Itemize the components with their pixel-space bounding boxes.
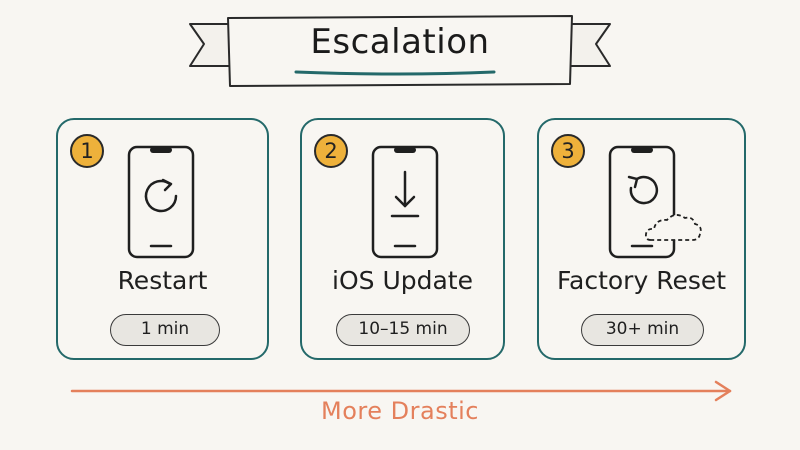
time-pill: 10–15 min: [336, 314, 470, 346]
step-card-ios-update: 2 iOS Update 10–15 min: [300, 118, 505, 360]
step-card-restart: 1 Restart 1 min: [56, 118, 269, 360]
step-card-factory-reset: 3 Factory Reset 30+ min: [537, 118, 746, 360]
escalation-arrow: [70, 380, 732, 402]
title-banner: [189, 15, 611, 87]
time-pill: 30+ min: [581, 314, 704, 346]
download-icon: [390, 170, 420, 218]
phone-icon: [608, 145, 702, 259]
phone-icon: [127, 145, 195, 259]
step-number-badge: 2: [314, 134, 348, 168]
restart-icon: [144, 178, 178, 213]
cloud-icon: [644, 214, 702, 241]
diagram-title: Escalation: [310, 22, 490, 62]
time-pill: 1 min: [110, 314, 220, 346]
reset-icon: [627, 175, 659, 205]
step-number-badge: 3: [551, 134, 585, 168]
step-label: Factory Reset: [556, 266, 727, 295]
phone-icon: [371, 145, 439, 259]
step-label: Restart: [117, 266, 208, 295]
step-label: iOS Update: [332, 266, 473, 295]
more-drastic-label: More Drastic: [321, 397, 479, 425]
step-number-badge: 1: [70, 134, 104, 168]
